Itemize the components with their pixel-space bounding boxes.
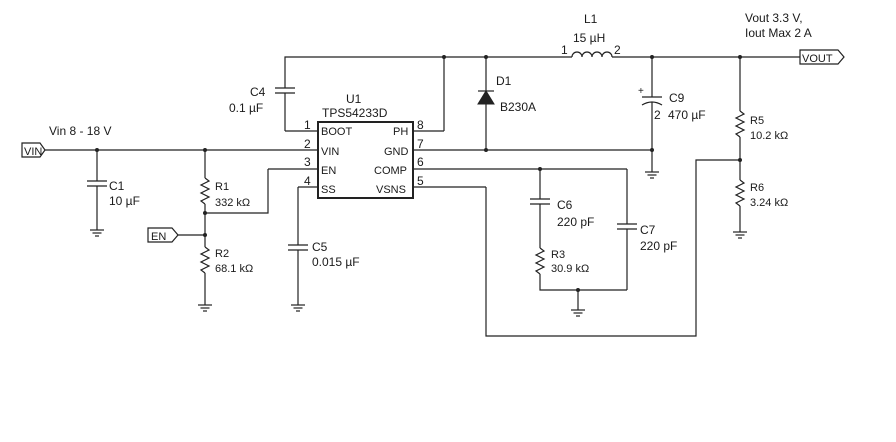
c1-ref: C1 bbox=[109, 179, 125, 193]
r3-ref: R3 bbox=[551, 249, 565, 261]
pin-4-number: 4 bbox=[304, 174, 311, 188]
ground-icon bbox=[571, 309, 585, 317]
capacitor-c4: C4 0.1 µF bbox=[229, 56, 445, 131]
r2-ref: R2 bbox=[215, 248, 229, 260]
capacitor-c5: C5 0.015 µF bbox=[288, 187, 360, 312]
c5-ref: C5 bbox=[312, 240, 328, 254]
c6-ref: C6 bbox=[557, 198, 573, 212]
ground-icon bbox=[90, 229, 104, 237]
switch-node-wiring bbox=[442, 55, 572, 59]
ic-u1: U1 TPS54233D 1 BOOT 2 VIN 3 EN 4 SS 8 PH… bbox=[40, 92, 652, 199]
compensation-network: C6 220 pF R3 30.9 kΩ C7 220 pF bbox=[530, 167, 677, 317]
r6-ref: R6 bbox=[750, 182, 764, 194]
ic-body bbox=[317, 121, 414, 199]
port-en-label: EN bbox=[151, 231, 166, 243]
r1-value: 332 kΩ bbox=[215, 197, 250, 209]
en-node-wiring bbox=[178, 169, 269, 237]
d1-value: B230A bbox=[500, 100, 536, 114]
pin-7-name: GND bbox=[384, 146, 409, 158]
l1-pin1: 1 bbox=[561, 43, 568, 57]
pin-7-number: 7 bbox=[417, 137, 424, 151]
c4-value: 0.1 µF bbox=[229, 101, 263, 115]
vout-spec-line2: Iout Max 2 A bbox=[745, 26, 812, 40]
r2-value: 68.1 kΩ bbox=[215, 263, 253, 275]
c7-value: 220 pF bbox=[640, 239, 677, 253]
l1-value: 15 µH bbox=[573, 31, 605, 45]
pin-8-name: PH bbox=[393, 126, 408, 138]
c9-value: 470 µF bbox=[668, 108, 706, 122]
port-vout: VOUT Vout 3.3 V, Iout Max 2 A bbox=[745, 11, 845, 65]
port-vin-label: VIN bbox=[24, 146, 42, 158]
capacitor-c9: + C9 2 470 µF bbox=[638, 55, 706, 179]
port-vin: VIN Vin 8 - 18 V bbox=[21, 124, 111, 158]
r5-value: 10.2 kΩ bbox=[750, 130, 788, 142]
c9-ref: C9 bbox=[669, 91, 685, 105]
pin-3-number: 3 bbox=[304, 155, 311, 169]
capacitor-c1: C1 10 µF bbox=[87, 148, 140, 237]
resistor-r5: R5 10.2 kΩ bbox=[734, 55, 788, 160]
pin-3-name: EN bbox=[321, 165, 336, 177]
pin-6-name: COMP bbox=[374, 165, 407, 177]
pin-5-number: 5 bbox=[417, 174, 424, 188]
pin-1-name: BOOT bbox=[321, 126, 352, 138]
d1-ref: D1 bbox=[496, 74, 512, 88]
port-vout-label: VOUT bbox=[802, 53, 833, 65]
l1-ref: L1 bbox=[584, 12, 598, 26]
pin-2-number: 2 bbox=[304, 137, 311, 151]
inductor-l1: L1 15 µH 1 2 bbox=[561, 12, 800, 58]
resistor-r6: R6 3.24 kΩ bbox=[733, 160, 788, 239]
port-en: EN bbox=[147, 227, 179, 243]
pin-2-name: VIN bbox=[321, 146, 339, 158]
r6-value: 3.24 kΩ bbox=[750, 197, 788, 209]
c6-value: 220 pF bbox=[557, 215, 594, 229]
ic-part-label: TPS54233D bbox=[322, 106, 388, 120]
pin-4-name: SS bbox=[321, 184, 336, 196]
vin-range-label: Vin 8 - 18 V bbox=[49, 124, 111, 138]
r3-value: 30.9 kΩ bbox=[551, 263, 589, 275]
c4-ref: C4 bbox=[250, 85, 266, 99]
ground-icon bbox=[291, 304, 305, 312]
ic-ref-label: U1 bbox=[346, 92, 362, 106]
l1-pin2: 2 bbox=[614, 43, 621, 57]
pin-8-number: 8 bbox=[417, 118, 424, 132]
r5-ref: R5 bbox=[750, 115, 764, 127]
pin-5-name: VSNS bbox=[376, 184, 406, 196]
ground-icon bbox=[198, 304, 212, 312]
resistor-r1: R1 332 kΩ bbox=[199, 148, 250, 213]
pin-1-number: 1 bbox=[304, 118, 311, 132]
ground-icon bbox=[733, 231, 747, 239]
ground-icon bbox=[645, 171, 659, 179]
vout-spec-line1: Vout 3.3 V, bbox=[745, 11, 803, 25]
c1-value: 10 µF bbox=[109, 194, 140, 208]
c7-ref: C7 bbox=[640, 223, 656, 237]
c9-polarity: + bbox=[638, 86, 644, 97]
c9-pin2: 2 bbox=[654, 108, 661, 122]
r1-ref: R1 bbox=[215, 181, 229, 193]
c5-value: 0.015 µF bbox=[312, 255, 360, 269]
resistor-r2: R2 68.1 kΩ bbox=[198, 235, 253, 312]
vsns-feedback-wiring bbox=[485, 158, 742, 337]
pin-6-number: 6 bbox=[417, 155, 424, 169]
diode-d1: D1 B230A bbox=[477, 57, 536, 152]
